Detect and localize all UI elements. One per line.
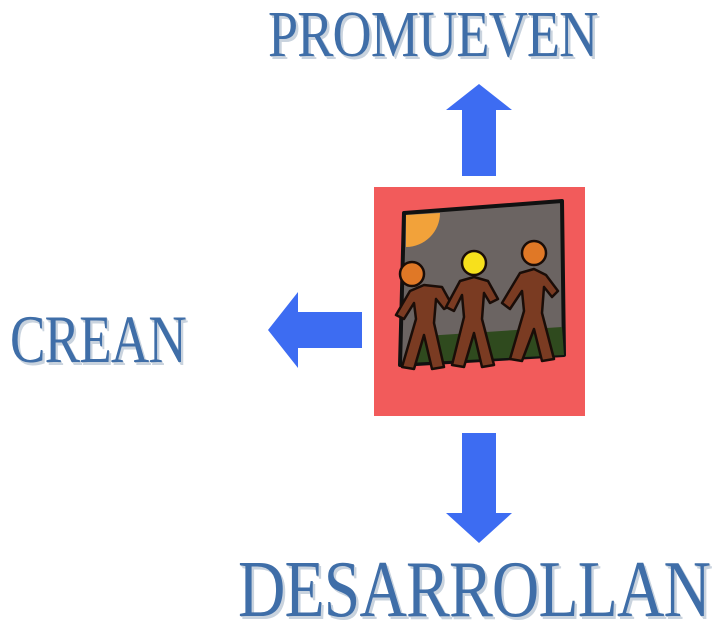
people-holding-hands-icon: [374, 187, 585, 416]
arrow-down-icon: [446, 433, 512, 543]
arrow-up-icon: [446, 84, 512, 176]
label-promueven: PROMUEVEN: [268, 0, 598, 71]
label-desarrollan: DESARROLLAN: [238, 546, 711, 634]
arrow-left-icon: [268, 292, 362, 368]
label-crean: CREAN: [10, 301, 187, 377]
